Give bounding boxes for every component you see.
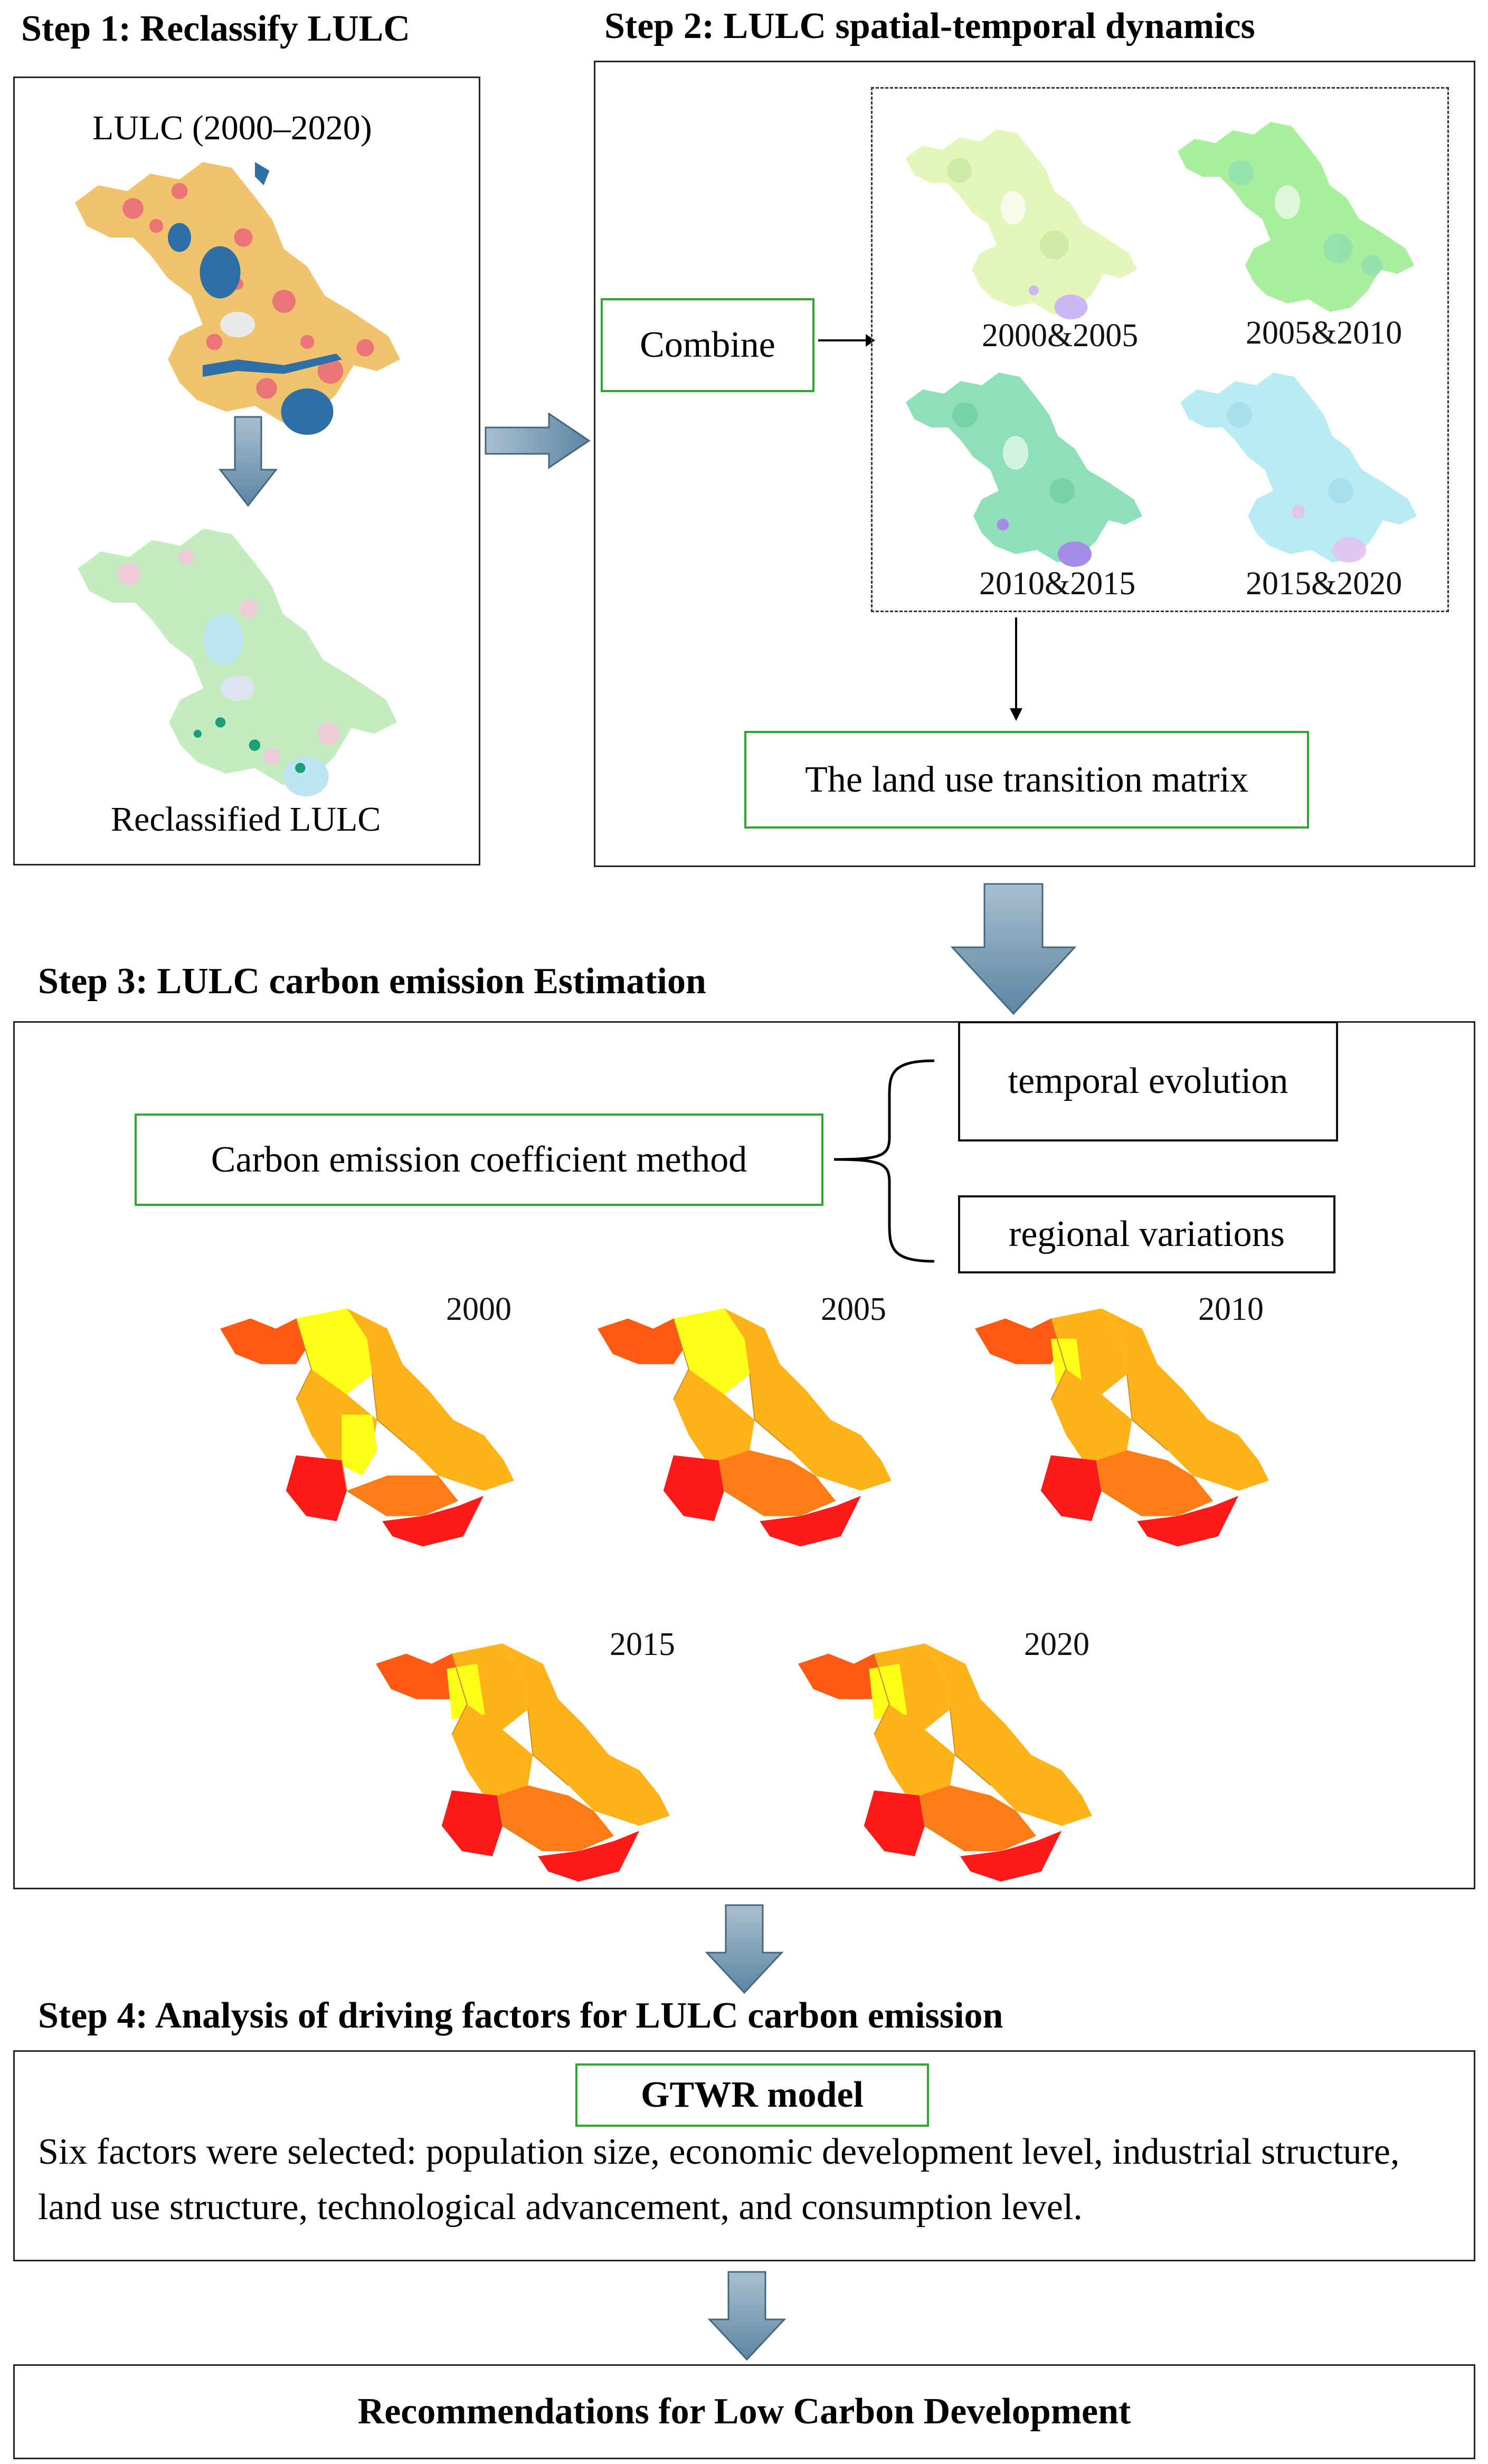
- step1-to-step2-arrow: [485, 412, 591, 469]
- temporal-evolution-box: temporal evolution: [958, 1021, 1338, 1141]
- emission-map-2010: [975, 1308, 1269, 1547]
- regional-variations-box: regional variations: [958, 1195, 1335, 1273]
- emission-year-2000: 2000: [446, 1291, 511, 1327]
- pair-label-2015-2020: 2015&2020: [1246, 566, 1402, 602]
- emission-map-2020: [798, 1643, 1092, 1882]
- pair-label-2005-2010: 2005&2010: [1246, 315, 1402, 351]
- combine-arrow: [818, 334, 875, 347]
- brace: [833, 1059, 935, 1263]
- emission-map-2005: [598, 1308, 892, 1547]
- step1-title: Step 1: Reclassify LULC: [21, 8, 410, 49]
- carbon-method-box: Carbon emission coefficient method: [135, 1114, 823, 1206]
- change-map-2015-2020: [1167, 364, 1430, 563]
- pair-label-2000-2005: 2000&2005: [982, 318, 1139, 354]
- reclassified-lulc-label: Reclassified LULC: [111, 800, 381, 839]
- emission-year-2015: 2015: [610, 1626, 675, 1662]
- combine-box: Combine: [601, 298, 814, 392]
- step3-title: Step 3: LULC carbon emission Estimation: [38, 961, 706, 1002]
- emission-map-2015: [376, 1643, 670, 1882]
- step2-title: Step 2: LULC spatial-temporal dynamics: [604, 6, 1255, 46]
- emission-year-2005: 2005: [821, 1291, 886, 1327]
- step4-title: Step 4: Analysis of driving factors for …: [38, 1995, 1003, 2036]
- step2-to-step3-arrow: [950, 883, 1077, 1015]
- change-map-2000-2005: [897, 119, 1145, 320]
- gtwr-model-box: GTWR model: [575, 2063, 929, 2127]
- pair-label-2010-2015: 2010&2015: [979, 566, 1136, 602]
- step3-to-step4-arrow: [705, 1904, 784, 1994]
- emission-year-2020: 2020: [1024, 1626, 1089, 1662]
- change-map-2010-2015: [897, 364, 1151, 567]
- emission-map-2000: [220, 1308, 514, 1547]
- factors-text: Six factors were selected: population si…: [38, 2132, 1400, 2228]
- emission-year-2010: 2010: [1198, 1291, 1264, 1327]
- reclassified-lulc-map: [63, 517, 412, 797]
- transition-matrix-box: The land use transition matrix: [744, 731, 1309, 829]
- matrix-arrow: [1010, 617, 1022, 721]
- change-map-2005-2010: [1164, 113, 1428, 325]
- step1-down-arrow: [218, 416, 278, 507]
- lulc-map-label: LULC (2000–2020): [92, 109, 372, 147]
- recommendations-label: Recommendations for Low Carbon Developme…: [357, 2391, 1131, 2432]
- combined-maps-frame: [871, 87, 1449, 612]
- lulc-map: [63, 162, 412, 435]
- recommendations-box: Recommendations for Low Carbon Developme…: [13, 2364, 1475, 2459]
- step4-to-final-arrow: [707, 2271, 786, 2361]
